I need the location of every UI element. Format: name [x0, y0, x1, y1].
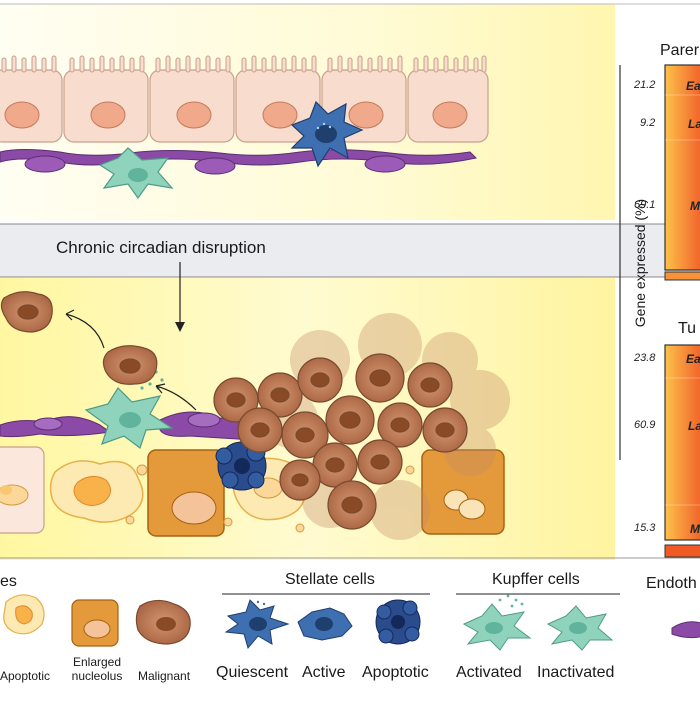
hepatocyte — [0, 446, 45, 534]
legend-malignant-icon — [135, 599, 191, 645]
top-band-label-late: La — [688, 117, 700, 131]
top-band-label-early: Ea — [686, 79, 700, 93]
legend-inactivated-label: Inactivated — [537, 664, 615, 681]
legend-apoptotic-hepatocyte-icon — [3, 594, 45, 635]
legend-enlarged-nucleolus-label: Enlarged nucleolus — [71, 655, 123, 683]
legend-endothelial-icon — [671, 621, 700, 639]
enlarged-nucleolus-hepatocyte — [147, 449, 225, 537]
bottom-tick-1: 23.8 — [634, 352, 656, 364]
hepatocyte — [63, 69, 149, 143]
legend-apoptotic-label: Apoptotic — [0, 669, 51, 683]
chronic-disruption-caption: Chronic circadian disruption — [56, 238, 266, 257]
bottom-hepatocyte-row — [0, 446, 505, 537]
migrating-malignant-cells — [0, 291, 158, 385]
top-bar — [664, 64, 700, 281]
bottom-kupffer-cell — [84, 370, 174, 449]
legend-active-label: Active — [302, 664, 346, 681]
legend-enlarged-nucleolus-icon — [71, 599, 119, 647]
hepatocyte — [149, 69, 235, 143]
legend-apoptotic-stellate-icon — [375, 599, 421, 645]
tumor-mass — [213, 313, 510, 540]
legend-endothelial-title: Endoth — [646, 575, 697, 592]
legend-activated-label: Activated — [456, 664, 522, 681]
top-tick-1: 21.2 — [634, 79, 656, 91]
top-stellate-cell — [290, 100, 364, 168]
bottom-band-label-early: Ea — [686, 352, 700, 366]
bottom-tick-2: 60.9 — [634, 419, 656, 431]
legend-quiescent-label: Quiescent — [216, 664, 289, 681]
top-hepatocyte-row — [0, 55, 489, 143]
legend-icons — [3, 593, 700, 651]
top-tick-3: 69.1 — [634, 199, 656, 211]
hepatocyte — [0, 69, 63, 143]
bottom-band-label-late: La — [688, 419, 700, 433]
top-band-label-mid: M — [690, 199, 700, 213]
legend-quiescent-stellate-icon — [224, 599, 290, 650]
bottom-tick-3: 15.3 — [634, 522, 656, 534]
legend-apoptotic-stellate-label: Apoptotic — [362, 664, 429, 681]
bottom-band-label-mid: M — [690, 522, 700, 536]
legend-malignant-label: Malignant — [138, 669, 191, 683]
legend-hepatocytes-title: es — [0, 573, 17, 590]
apoptotic-hepatocyte — [49, 460, 144, 523]
legend-kupffer-title: Kupffer cells — [492, 571, 580, 588]
bottom-bar — [664, 344, 700, 558]
migration-arrows — [65, 309, 197, 411]
middle-band — [0, 223, 700, 278]
disruption-arrow — [175, 262, 185, 332]
legend-stellate-title: Stellate cells — [285, 571, 375, 588]
top-tick-2: 9.2 — [640, 117, 656, 129]
legend-activated-kupffer-icon — [462, 594, 532, 651]
top-kupffer-cell — [98, 147, 174, 200]
top-panel-title: Parer — [660, 42, 700, 59]
bottom-panel-title: Tu — [678, 320, 697, 337]
legend-inactivated-kupffer-icon — [546, 605, 614, 651]
legend-active-stellate-icon — [297, 607, 353, 641]
enlarged-nucleolus-hepatocyte — [421, 449, 505, 535]
bottom-endothelial-layer — [0, 411, 263, 441]
hepatocyte — [407, 69, 489, 143]
